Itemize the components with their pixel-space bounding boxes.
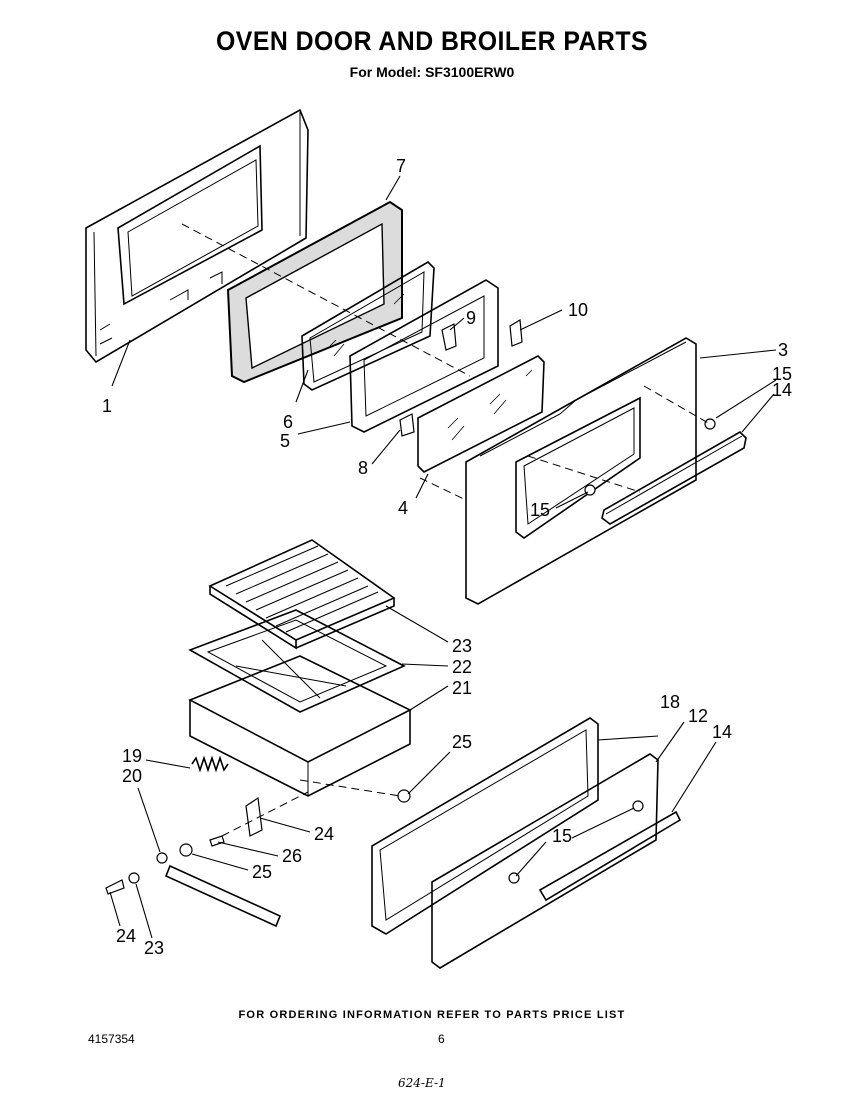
callout-20: 23 [452, 636, 472, 656]
assembly-line-upper [181, 223, 471, 377]
broiler-rod [164, 843, 282, 928]
callout-23: 24 [116, 926, 136, 946]
callout-15: 18 [660, 692, 680, 712]
door-inner-liner [85, 108, 309, 364]
callout-19: 22 [452, 657, 472, 677]
callout-17: 20 [122, 766, 142, 786]
outer-door-panel [465, 337, 697, 605]
handle-screw-upper [704, 418, 716, 430]
part-25-clip [397, 789, 411, 803]
broiler-door-outer [431, 753, 659, 969]
broiler-pan [188, 655, 412, 797]
callout-13-door: 14 [772, 380, 792, 400]
inner-glass-panel [301, 260, 435, 391]
outer-glass-panel [417, 355, 545, 473]
callout-7: 7 [396, 156, 406, 176]
callout-6: 6 [283, 412, 293, 432]
callout-4: 4 [398, 498, 408, 518]
handle-screw-lower [584, 484, 596, 496]
bracket-9 [441, 323, 457, 351]
callout-14-door-upper: 15 [772, 364, 792, 384]
callout-26: 26 [282, 846, 302, 866]
washer-22 [128, 872, 140, 884]
callout-18: 21 [452, 678, 472, 698]
model-subtitle: For Model: SF3100ERW0 [349, 64, 515, 80]
screw-26 [209, 835, 225, 847]
broiler-door-inner [371, 717, 599, 935]
page-title: OVEN DOOR AND BROILER PARTS [216, 26, 648, 56]
spring [191, 755, 229, 773]
callout-5: 5 [280, 431, 290, 451]
callout-22: 23 [144, 938, 164, 958]
ordering-note: FOR ORDERING INFORMATION REFER TO PARTS … [238, 1009, 626, 1021]
assembly-line-left [419, 477, 467, 501]
document-number: 4157354 [88, 1032, 135, 1046]
callout-3: 3 [778, 340, 788, 360]
callout-9: 9 [466, 308, 476, 328]
callout-10: 10 [568, 300, 588, 320]
bracket-8 [399, 413, 415, 437]
broiler-pan-insert [188, 609, 406, 713]
broiler-screw-upper [632, 800, 644, 812]
callout-16: 19 [122, 746, 142, 766]
callout-13-broiler: 14 [712, 722, 732, 742]
broiler-handle [538, 810, 682, 902]
door-handle [601, 431, 747, 525]
callout-14-broiler: 15 [552, 826, 572, 846]
page-number: 6 [438, 1032, 445, 1046]
screw-23 [105, 879, 125, 895]
callout-14-door-lower: 15 [530, 500, 550, 520]
callout-24: 25 [252, 862, 272, 882]
callout-12: 12 [688, 706, 708, 726]
broiler-bracket [245, 796, 263, 837]
assembly-line-center [527, 455, 641, 493]
callout-8: 8 [358, 458, 368, 478]
leader-lines [109, 175, 777, 939]
washer-17 [156, 852, 168, 864]
callout-1: 1 [102, 396, 112, 416]
assembly-line-right [643, 385, 711, 425]
handwritten-code: 624-E-1 [398, 1076, 446, 1090]
glass-retainer-frame [349, 279, 499, 433]
callout-21: 24 [314, 824, 334, 844]
broiler-grid [208, 539, 396, 650]
door-gasket [226, 200, 403, 384]
bracket-10 [509, 318, 523, 347]
assembly-line-broiler [221, 779, 401, 837]
callout-25: 25 [452, 732, 472, 752]
